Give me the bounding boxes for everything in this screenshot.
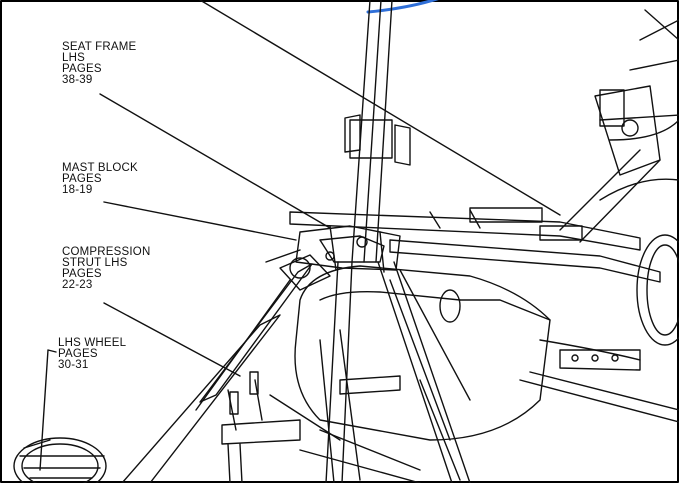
callout-lhs-wheel: LHS WHEEL PAGES 30-31 [58, 337, 127, 371]
callout-mast-block-line-2: PAGES [62, 173, 102, 185]
keel-beam [289, 207, 661, 283]
leader-seat-frame [99, 93, 331, 229]
callout-compression-strut-line-1: COMPRESSION [62, 246, 151, 258]
callout-lhs-wheel-line-1: LHS WHEEL [58, 337, 127, 349]
callout-seat-frame: SEAT FRAME LHS PAGES 38-39 [62, 41, 137, 86]
accent-arc [366, 0, 439, 14]
front-legs [325, 261, 471, 483]
fuel-tank [294, 265, 641, 483]
callout-seat-frame-line-3: PAGES [62, 63, 102, 75]
callout-mast-block-line-1: MAST BLOCK [62, 162, 138, 174]
callout-seat-frame-line-2: LHS [62, 52, 85, 64]
seat-frame [121, 249, 331, 483]
lower-cradle [221, 371, 461, 483]
callout-seat-frame-line-4: 38-39 [62, 74, 93, 86]
callout-compression-strut-line-2: STRUT LHS [62, 257, 128, 269]
leader-lhs-wheel [39, 349, 57, 471]
callout-mast-block-line-3: 18-19 [62, 184, 93, 196]
callout-compression-strut: COMPRESSION STRUT LHS PAGES 22-23 [62, 246, 151, 291]
leader-compression-strut [103, 302, 241, 377]
callout-lhs-wheel-line-3: 30-31 [58, 359, 89, 371]
compression-strut [195, 257, 313, 411]
callout-compression-strut-line-4: 22-23 [62, 279, 93, 291]
upper-right-structure [559, 9, 679, 346]
mast [344, 0, 411, 263]
leader-mast-block [103, 201, 297, 241]
callout-compression-strut-line-3: PAGES [62, 268, 102, 280]
callout-seat-frame-line-1: SEAT FRAME [62, 41, 137, 53]
leader-top [199, 0, 561, 216]
callout-mast-block: MAST BLOCK PAGES 18-19 [62, 162, 138, 196]
lhs-wheel [13, 437, 107, 483]
callout-lhs-wheel-line-2: PAGES [58, 348, 98, 360]
lower-right-strut [519, 371, 679, 423]
